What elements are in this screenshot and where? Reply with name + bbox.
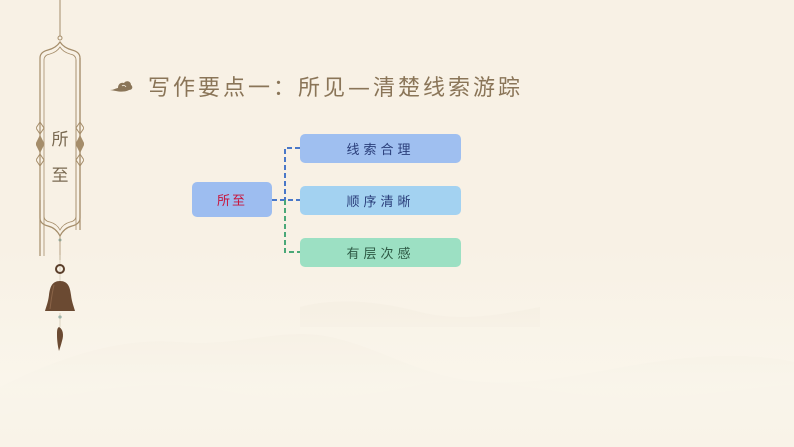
banner-label: 所 至 [36, 122, 84, 194]
mindmap-child-node: 顺序清晰 [300, 186, 461, 215]
child-label: 有层次感 [346, 247, 415, 262]
child-label: 线索合理 [346, 143, 415, 158]
banner-char-1: 所 [51, 130, 69, 150]
scroll-banner-frame [36, 0, 84, 260]
wind-bell-icon [45, 255, 75, 351]
root-label: 所至 [216, 194, 247, 209]
mindmap-root-node: 所至 [192, 182, 272, 217]
mist-overlay [0, 247, 794, 447]
page-title: 写作要点一：所见—清楚线索游踪 [148, 76, 524, 101]
mindmap-child-node: 线索合理 [300, 134, 461, 163]
banner-char-2: 至 [51, 166, 69, 186]
child-label: 顺序清晰 [346, 195, 415, 210]
auspicious-cloud-icon [110, 81, 133, 92]
mindmap-child-node: 有层次感 [300, 238, 461, 267]
section-heading: 写作要点一：所见—清楚线索游踪 [108, 70, 523, 102]
